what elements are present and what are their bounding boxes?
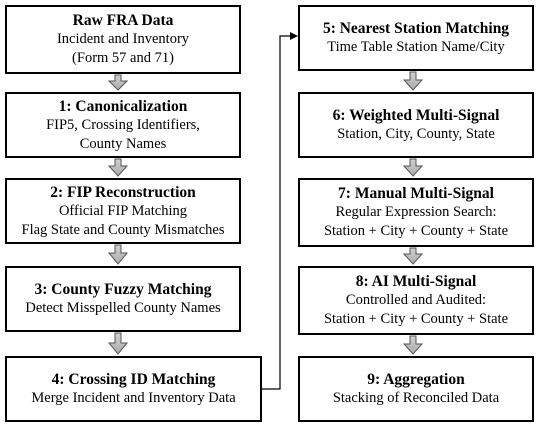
step-title: 9: Aggregation (367, 371, 465, 388)
step-line: Stacking of Reconciled Data (332, 390, 500, 406)
step-line: FIP5, Crossing Identifiers, (46, 116, 200, 133)
step-line: Merge Incident and Inventory Data (31, 390, 236, 406)
down-arrow-icon (402, 71, 424, 91)
step-raw-fra-data: Raw FRA Data Incident and Inventory (For… (5, 5, 241, 74)
step-title: 3: County Fuzzy Matching (34, 281, 212, 298)
step-6-weighted-multi-signal: 6: Weighted Multi-Signal Station, City, … (298, 92, 534, 158)
step-line: Incident and Inventory (56, 31, 190, 47)
step-title: 6: Weighted Multi-Signal (332, 107, 500, 124)
step-5-nearest-station-matching: 5: Nearest Station Matching Time Table S… (298, 5, 534, 71)
down-arrow-icon (107, 244, 129, 265)
down-arrow-icon (107, 158, 129, 177)
step-2-fip-reconstruction: 2: FIP Reconstruction Official FIP Match… (5, 178, 241, 244)
step-line: Regular Expression Search: (335, 204, 497, 220)
step-title: 7: Manual Multi-Signal (338, 185, 494, 202)
step-line: County Names (79, 135, 167, 152)
step-3-county-fuzzy-matching: 3: County Fuzzy Matching Detect Misspell… (5, 266, 241, 332)
step-line: Flag State and County Mismatches (21, 221, 225, 238)
step-line: Station + City + County + State (323, 311, 509, 327)
step-title: 1: Canonicalization (58, 97, 188, 115)
step-title: 4: Crossing ID Matching (51, 371, 216, 388)
step-line: Official FIP Matching (58, 202, 188, 219)
step-line: Station, City, County, State (337, 126, 495, 142)
step-title: Raw FRA Data (72, 12, 174, 29)
step-7-manual-multi-signal: 7: Manual Multi-Signal Regular Expressio… (298, 178, 534, 247)
step-line: Detect Misspelled County Names (25, 300, 221, 316)
down-arrow-icon (402, 247, 424, 265)
step-4-crossing-id-matching: 4: Crossing ID Matching Merge Incident a… (5, 356, 262, 422)
step-1-canonicalization: 1: Canonicalization FIP5, Crossing Ident… (5, 92, 241, 158)
step-8-ai-multi-signal: 8: AI Multi-Signal Controlled and Audite… (298, 266, 534, 335)
down-arrow-icon (402, 158, 424, 177)
step-line: Time Table Station Name/City (327, 39, 505, 55)
step-line: Controlled and Audited: (345, 292, 487, 308)
step-title: 5: Nearest Station Matching (322, 20, 510, 37)
step-title: 8: AI Multi-Signal (355, 273, 477, 290)
step-9-aggregation: 9: Aggregation Stacking of Reconciled Da… (298, 356, 534, 422)
step-line: (Form 57 and 71) (72, 50, 174, 66)
step-line: Station + City + County + State (323, 223, 509, 239)
connector-line (262, 32, 298, 390)
down-arrow-icon (107, 332, 129, 355)
down-arrow-icon (107, 74, 129, 91)
step-title: 2: FIP Reconstruction (50, 183, 196, 201)
down-arrow-icon (402, 335, 424, 355)
